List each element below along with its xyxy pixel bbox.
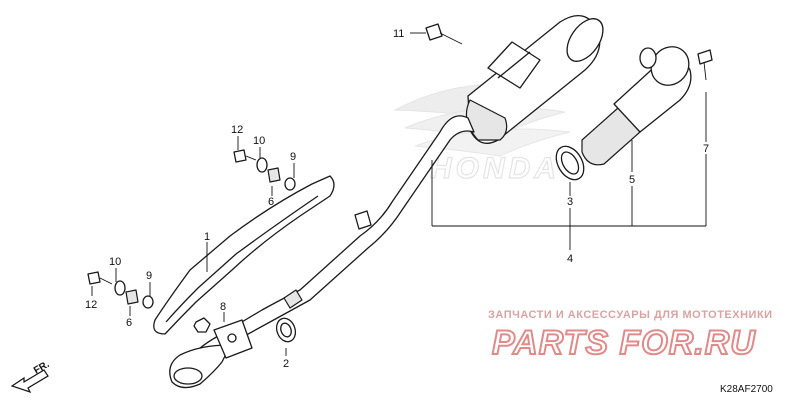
nut-8 bbox=[193, 317, 211, 333]
front-arrow bbox=[10, 369, 49, 394]
callout-7: 7 bbox=[703, 143, 709, 155]
callout-6-upper: 6 bbox=[268, 196, 274, 208]
callout-9-upper: 9 bbox=[290, 151, 296, 163]
callout-12-lower: 12 bbox=[85, 299, 97, 311]
gasket-ring bbox=[555, 145, 585, 181]
callout-9-lower: 9 bbox=[146, 270, 152, 282]
callout-2: 2 bbox=[283, 358, 289, 370]
callout-10-upper: 10 bbox=[253, 135, 265, 147]
gasket-2 bbox=[275, 317, 297, 343]
callout-1: 1 bbox=[204, 231, 210, 243]
callout-8: 8 bbox=[220, 301, 226, 313]
callout-11: 11 bbox=[393, 28, 404, 40]
bolt-11 bbox=[425, 23, 463, 45]
callout-10-lower: 10 bbox=[109, 256, 121, 268]
exhaust-pipe bbox=[169, 115, 475, 389]
callout-3: 3 bbox=[567, 196, 573, 208]
watermark-brand: PARTS FOR.RU bbox=[492, 324, 756, 362]
callout-4: 4 bbox=[567, 253, 573, 265]
honda-logo-text: HONDA bbox=[430, 152, 560, 185]
callout-5: 5 bbox=[629, 174, 635, 186]
bolt-7 bbox=[697, 49, 713, 81]
muffler bbox=[465, 14, 604, 144]
watermark-caption: ЗАПЧАСТИ И АКСЕССУАРЫ ДЛЯ МОТОТЕХНИКИ bbox=[488, 309, 773, 321]
callout-6-lower: 6 bbox=[126, 317, 132, 329]
fastener-stack-lower bbox=[87, 271, 154, 309]
fastener-stack-upper bbox=[233, 149, 296, 191]
callout-leaders bbox=[91, 32, 707, 356]
spark-arrester bbox=[581, 46, 692, 166]
heat-guard bbox=[153, 175, 335, 335]
front-label: FR. bbox=[32, 359, 52, 377]
diagram-code: K28AF2700 bbox=[720, 384, 773, 395]
callout-12-upper: 12 bbox=[231, 124, 243, 136]
